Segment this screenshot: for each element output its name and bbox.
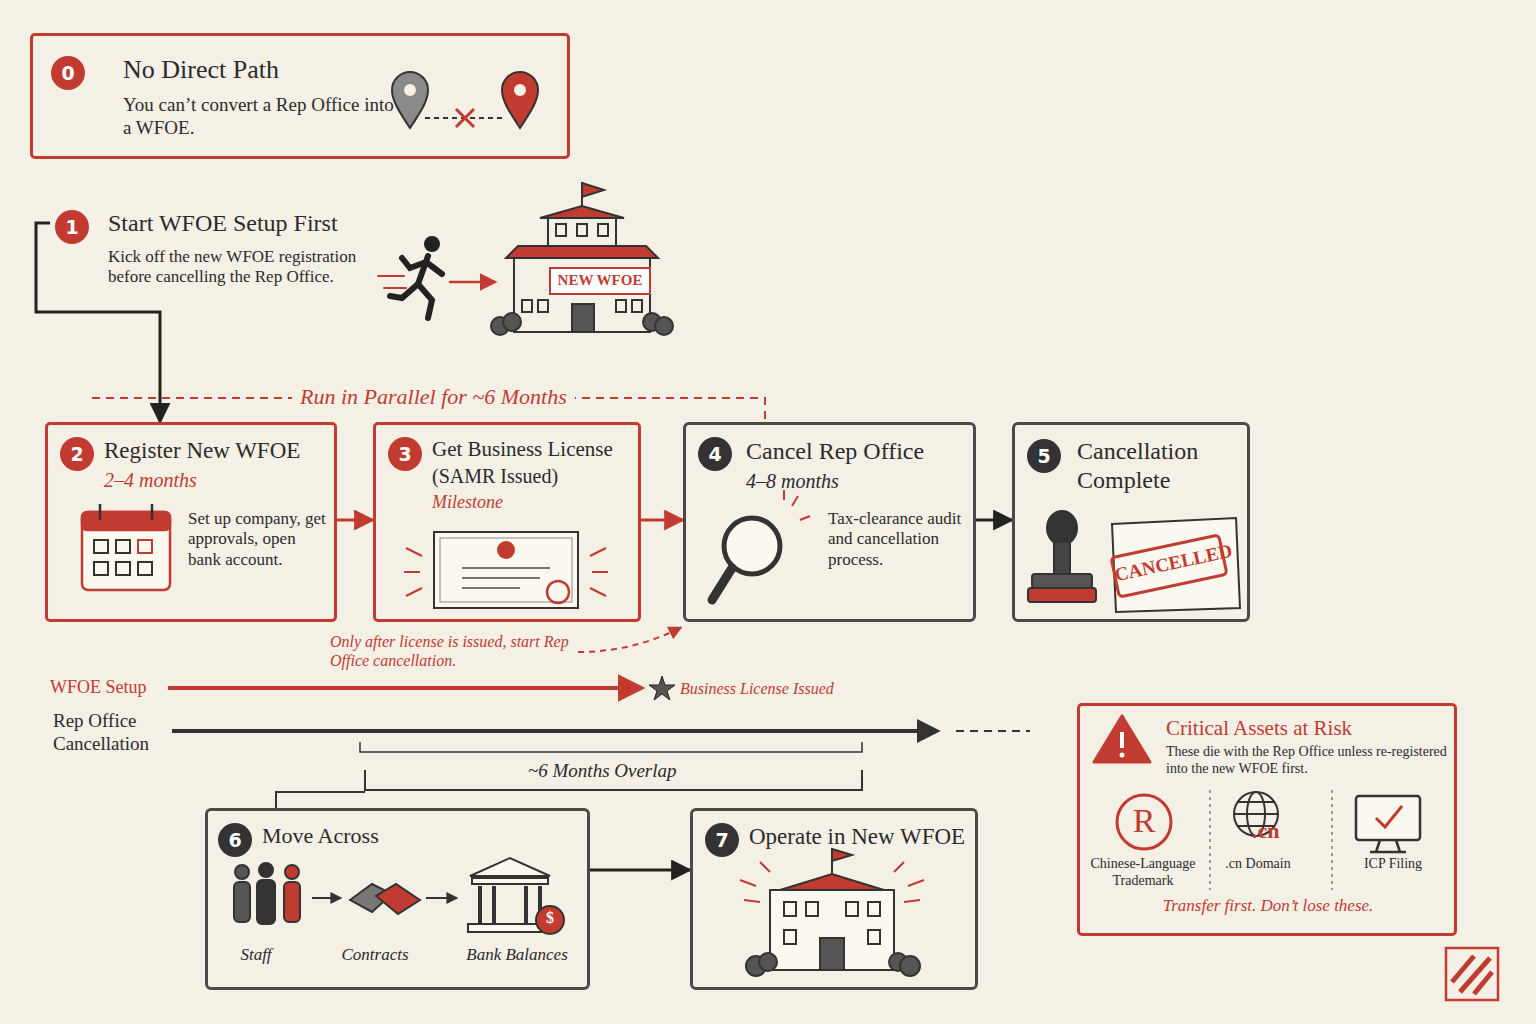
annotation: NEW WFOE — [552, 271, 648, 289]
step-text: Bank Balances — [452, 945, 582, 965]
wfoe-building — [491, 182, 673, 335]
stamp-icon — [1028, 511, 1240, 612]
calendar-icon — [82, 504, 170, 590]
step-text: ICP Filing — [1338, 856, 1448, 873]
flow-arrow — [337, 519, 373, 522]
flow-arrow — [590, 869, 690, 872]
step-text: .cn Domain — [1218, 856, 1298, 873]
map-pins — [392, 72, 538, 128]
step-title: Cancellation Complete — [1077, 437, 1245, 495]
wfoe-building-operating — [740, 848, 924, 976]
step-text: Tax-clearance audit and cancellation pro… — [828, 509, 970, 570]
flow-arrow — [976, 519, 1012, 522]
step-heading: 1 Start WFOE Setup FirstKick off the new … — [50, 205, 386, 300]
step-title: No Direct Path — [123, 54, 423, 85]
step-box: 6 Move AcrossStaff Contracts Bank Balances — [205, 808, 590, 990]
step-title: Cancel Rep Office — [746, 437, 971, 466]
magnifier-icon — [712, 490, 810, 600]
runner-figure — [378, 236, 494, 318]
step-number: 6 — [218, 823, 252, 857]
bracket-label: Run in Parallel for ~6 Months — [292, 384, 575, 410]
annotation: Rep Office Cancellation — [53, 710, 171, 756]
step-title: Operate in New WFOE — [749, 823, 973, 851]
annotation: $ — [542, 908, 558, 927]
step-text: Contracts — [320, 945, 430, 965]
step-text: Milestone — [432, 492, 582, 514]
flow-arrow — [641, 519, 683, 522]
step-text: Kick off the new WFOE registration befor… — [108, 247, 378, 288]
step-title: Get Business License — [432, 437, 636, 462]
step-text: (SAMR Issued) — [432, 464, 622, 488]
step-title: Register New WFOE — [104, 437, 332, 465]
annotation: Only after license is issued, start Rep … — [330, 632, 580, 670]
step-number: 2 — [60, 437, 94, 471]
logo-mark — [1446, 948, 1498, 1000]
step-box: 2 Register New WFOE 2–4 monthsSet up compa… — [45, 422, 337, 622]
step-text: Set up company, get approvals, open bank… — [188, 509, 330, 570]
step-box: 0 No Direct PathYou can’t convert a Rep O… — [30, 33, 570, 159]
annotation: R — [1128, 801, 1160, 842]
step-number: 0 — [51, 56, 85, 90]
step-box: 5 Cancellation Complete — [1012, 422, 1250, 622]
step-box: 4 Cancel Rep Office 4–8 monthsTax-clearanc… — [683, 422, 976, 622]
timeline — [168, 628, 1030, 808]
step-text: 4–8 months — [746, 469, 946, 493]
annotation: WFOE Setup — [50, 677, 147, 699]
step-box: 3 Get Business License(SAMR Issued) Milest… — [373, 422, 641, 622]
step-text: You can’t convert a Rep Office into a WF… — [123, 94, 398, 140]
step-title: Start WFOE Setup First — [108, 209, 378, 238]
step-number: 7 — [705, 823, 739, 857]
license-certificate — [404, 532, 608, 608]
step-text: Critical Assets at Risk — [1166, 716, 1451, 741]
bracket-label: ~6 Months Overlap — [520, 760, 685, 783]
step-text: 2–4 months — [104, 468, 304, 492]
step-title: Move Across — [262, 823, 512, 849]
step-number: 4 — [698, 437, 732, 471]
move-icons — [234, 858, 564, 934]
annotation: .cn — [1252, 818, 1280, 844]
step-box: 7 Operate in New WFOE — [690, 808, 978, 990]
step-number: 5 — [1027, 439, 1061, 473]
step-number: 1 — [55, 210, 89, 244]
step-number: 3 — [388, 437, 422, 471]
step-text: Chinese-Language Trademark — [1084, 856, 1202, 890]
step-text: Staff — [220, 945, 292, 965]
step-title: These die with the Rep Office unless re-… — [1166, 744, 1451, 778]
step-text: Transfer first. Don’t lose these. — [1100, 896, 1436, 916]
annotation: Business License Issued — [680, 679, 834, 698]
